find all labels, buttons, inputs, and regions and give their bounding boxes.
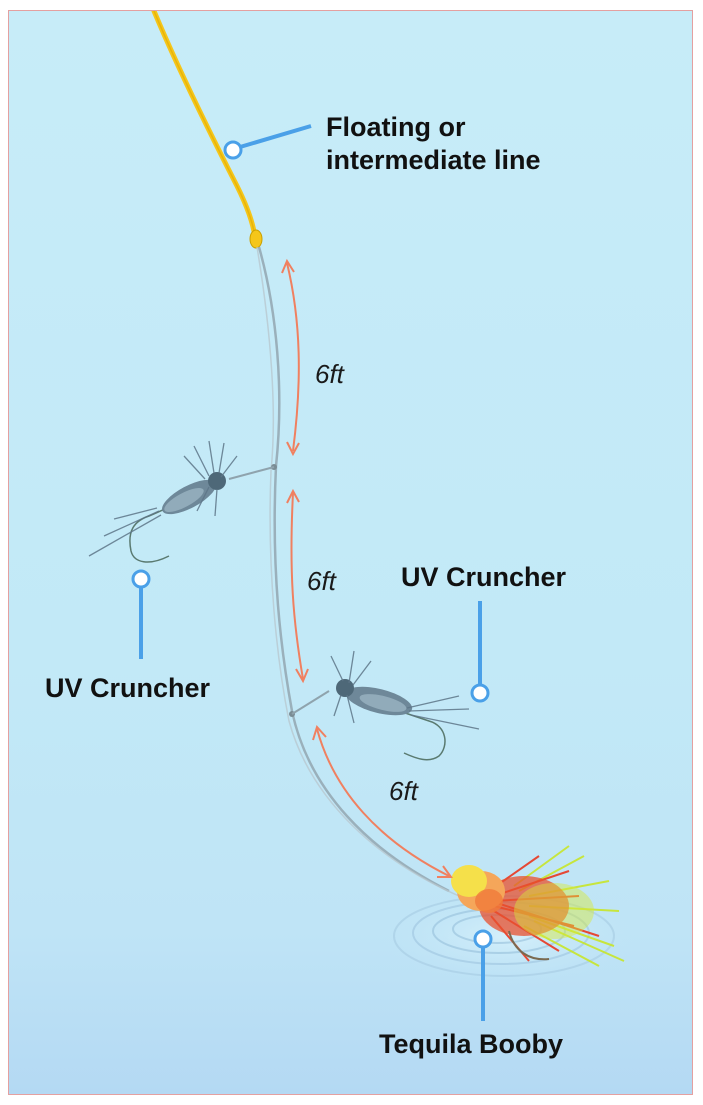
- uv-cruncher-upper-fly: [88, 440, 275, 563]
- diagram-frame: Floating or intermediate line 6ft 6ft 6f…: [8, 10, 693, 1095]
- point-fly-label: Tequila Booby: [379, 1029, 564, 1059]
- distance-arrow-middle: [286, 488, 309, 684]
- fly-line-label: Floating or intermediate line: [326, 111, 541, 177]
- distance-label-top: 6ft: [315, 359, 344, 389]
- rig-diagram: [88, 11, 639, 1021]
- upper-dropper-label: UV Cruncher: [45, 673, 211, 703]
- callout-point-fly: [473, 929, 493, 1021]
- uv-cruncher-lower-fly: [291, 650, 480, 761]
- distance-arrow-top: [281, 258, 300, 457]
- callout-fly-line: [223, 124, 312, 160]
- distance-arrow-bottom: [312, 725, 453, 878]
- distance-label-bottom: 6ft: [389, 776, 418, 806]
- line-loop-knot: [249, 229, 263, 249]
- leader-line: [257, 246, 450, 893]
- lower-dropper-label: UV Cruncher: [401, 562, 567, 592]
- fly-line-label-line2: intermediate line: [326, 145, 541, 175]
- fly-line-label-line1: Floating or: [326, 112, 466, 142]
- callout-lower-dropper: [470, 601, 490, 703]
- callout-upper-dropper: [131, 569, 151, 659]
- distance-label-middle: 6ft: [307, 566, 336, 596]
- tequila-booby-fly: [451, 845, 625, 967]
